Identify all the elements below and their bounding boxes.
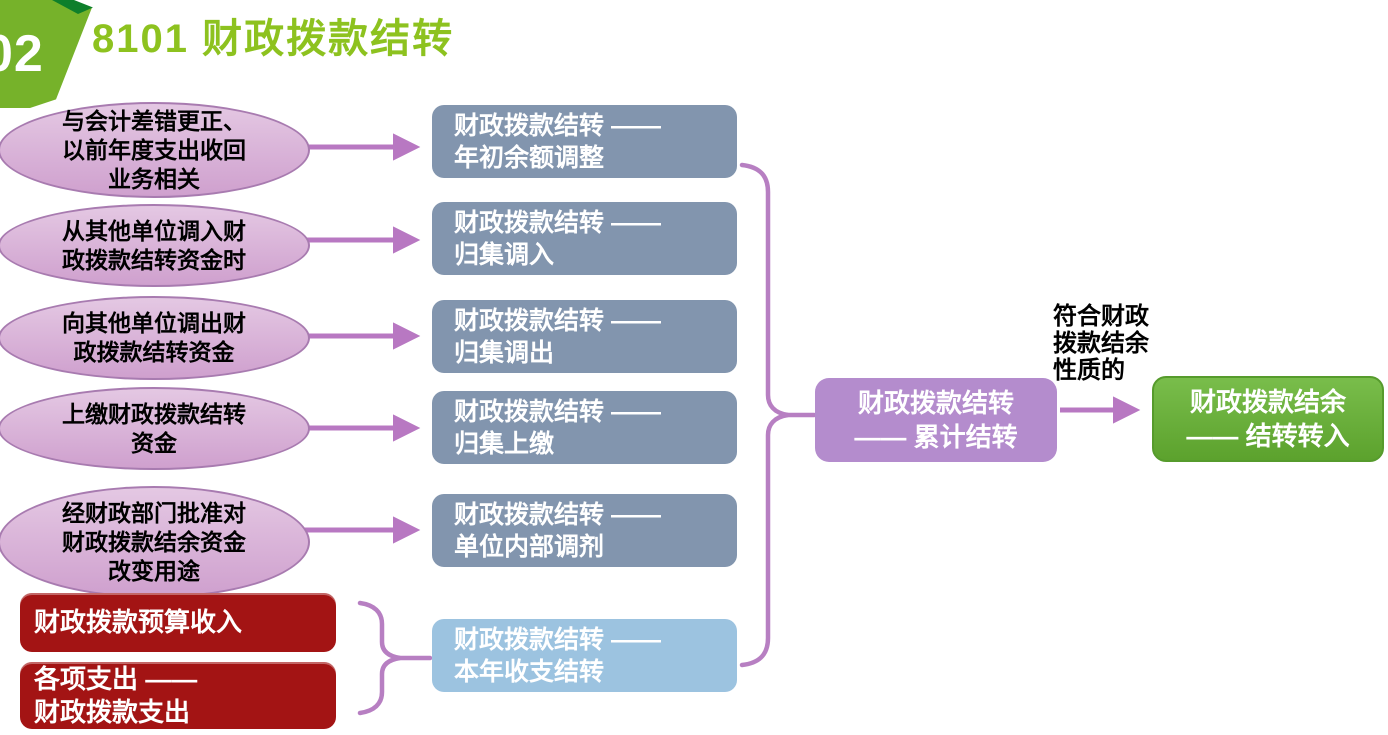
source-ellipse-label: 从其他单位调入财 政拨款结转资金时 (62, 217, 246, 273)
page-title: 8101 财政拨款结转 (92, 17, 455, 61)
account-box-label: 财政拨款结转 —— 归集上缴 (454, 397, 661, 458)
source-ellipse-label: 与会计差错更正、 以前年度支出收回 业务相关 (62, 107, 246, 192)
curly-brace-small-icon (357, 600, 401, 716)
account-box-label: 财政拨款结转 —— 年初余额调整 (454, 111, 661, 172)
source-ellipse-transfer-in: 从其他单位调入财 政拨款结转资金时 (0, 204, 310, 287)
account-box-opening-balance: 财政拨款结转 —— 年初余额调整 (432, 105, 737, 178)
account-box-label: 财政拨款结转 —— 归集调入 (454, 208, 661, 269)
budget-box-label: 财政拨款预算收入 (34, 607, 243, 637)
account-box-pooled-remit: 财政拨款结转 —— 归集上缴 (432, 391, 737, 464)
account-box-internal-adjust: 财政拨款结转 —— 单位内部调剂 (432, 494, 737, 567)
source-ellipse-repurpose: 经财政部门批准对 财政拨款结余资金 改变用途 (0, 486, 310, 598)
account-box-pooled-out: 财政拨款结转 —— 归集调出 (432, 300, 737, 373)
cumulative-box-label: 财政拨款结转 —— 累计结转 (854, 388, 1018, 452)
source-ellipse-correction: 与会计差错更正、 以前年度支出收回 业务相关 (0, 102, 310, 198)
curly-brace-large-icon (739, 162, 789, 668)
section-badge: 02 (0, 0, 104, 112)
source-ellipse-transfer-out: 向其他单位调出财 政拨款结转资金 (0, 296, 310, 380)
source-ellipse-remit: 上缴财政拨款结转 资金 (0, 387, 310, 470)
account-box-label: 财政拨款结转 —— 本年收支结转 (454, 625, 661, 686)
section-number: 02 (0, 25, 44, 83)
source-ellipse-label: 上缴财政拨款结转 资金 (62, 400, 246, 456)
account-box-label: 财政拨款结转 —— 单位内部调剂 (454, 500, 661, 561)
condition-label: 符合财政 拨款结余 性质的 (1053, 303, 1149, 384)
account-box-label: 财政拨款结转 —— 归集调出 (454, 306, 661, 367)
account-box-current-year: 财政拨款结转 —— 本年收支结转 (432, 619, 737, 692)
account-box-pooled-in: 财政拨款结转 —— 归集调入 (432, 202, 737, 275)
source-ellipse-label: 向其他单位调出财 政拨款结转资金 (62, 310, 246, 365)
result-surplus-box: 财政拨款结余 —— 结转转入 (1152, 376, 1384, 462)
cumulative-carryforward-box: 财政拨款结转 —— 累计结转 (815, 378, 1057, 462)
budget-revenue-box: 财政拨款预算收入 (20, 593, 336, 652)
budget-expense-box: 各项支出 —— 财政拨款支出 (20, 662, 336, 729)
budget-box-label: 各项支出 —— 财政拨款支出 (34, 663, 198, 727)
source-ellipse-label: 经财政部门批准对 财政拨款结余资金 改变用途 (62, 499, 246, 584)
result-box-label: 财政拨款结余 —— 结转转入 (1186, 387, 1350, 451)
